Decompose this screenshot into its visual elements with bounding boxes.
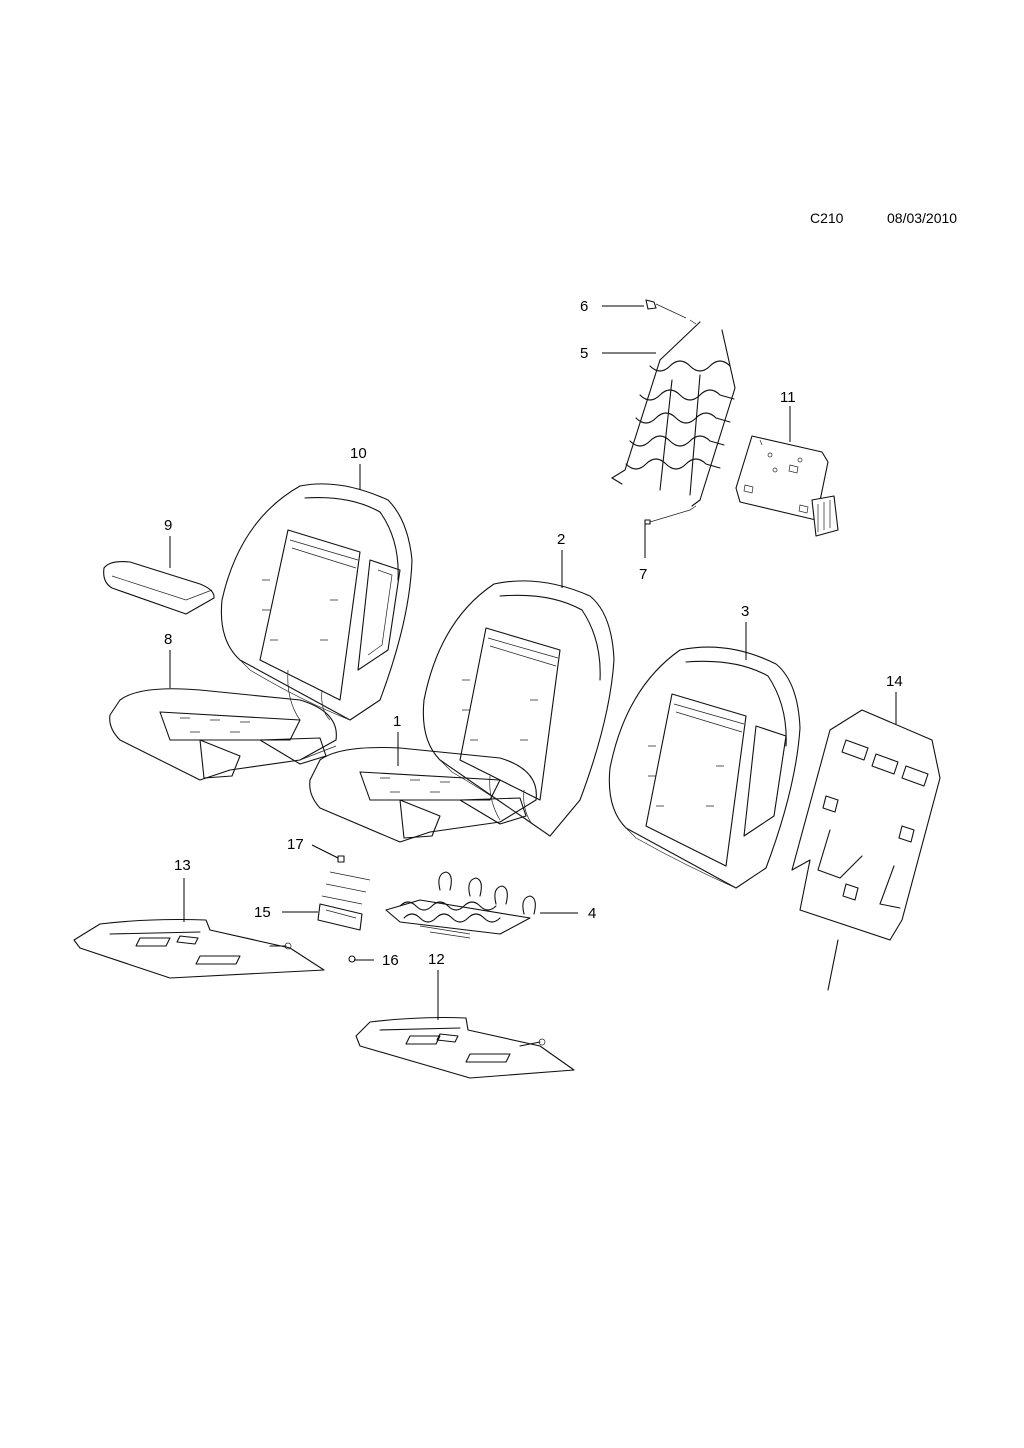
callout-14: 14: [886, 673, 903, 690]
callout-16: 16: [382, 952, 399, 969]
callout-15: 15: [254, 904, 271, 921]
callout-5: 5: [580, 345, 588, 362]
callout-13: 13: [174, 857, 191, 874]
part-1-cushion[interactable]: [309, 746, 537, 843]
part-13-heating-mat[interactable]: [73, 918, 325, 979]
diagram-code: C210: [810, 210, 844, 226]
diagram-header: C210 08/03/2010: [810, 210, 1010, 230]
part-3-backrest[interactable]: [608, 646, 801, 889]
callout-2: 2: [557, 531, 565, 548]
part-9-armrest[interactable]: [103, 561, 215, 615]
diagram-date: 08/03/2010: [887, 210, 958, 226]
callout-1: 1: [393, 713, 401, 730]
part-15-sensor[interactable]: [317, 903, 363, 931]
part-14-heating-mat[interactable]: [791, 709, 941, 991]
leader-lines: [169, 305, 897, 1020]
part-6-clip[interactable]: [645, 299, 697, 325]
callout-9: 9: [164, 517, 172, 534]
part-8-cushion[interactable]: [109, 688, 337, 781]
part-17-screw[interactable]: [321, 855, 371, 905]
callout-7: 7: [639, 566, 647, 583]
part-16-pin[interactable]: [348, 955, 356, 963]
part-11-module[interactable]: [735, 435, 839, 537]
part-7-bolt[interactable]: [644, 505, 697, 525]
callout-3: 3: [741, 603, 749, 620]
part-4-seat-springs[interactable]: [385, 871, 536, 939]
callout-8: 8: [164, 631, 172, 648]
callout-4: 4: [588, 905, 596, 922]
part-5-spring-frame[interactable]: [611, 321, 736, 507]
callout-6: 6: [580, 298, 588, 315]
callout-12: 12: [428, 951, 445, 968]
part-10-backrest[interactable]: [220, 483, 413, 721]
part-12-heating-mat[interactable]: [355, 1016, 575, 1079]
callout-11: 11: [780, 389, 796, 406]
callout-17: 17: [287, 836, 304, 853]
part-2-backrest[interactable]: [422, 580, 615, 837]
callout-10: 10: [350, 445, 367, 462]
